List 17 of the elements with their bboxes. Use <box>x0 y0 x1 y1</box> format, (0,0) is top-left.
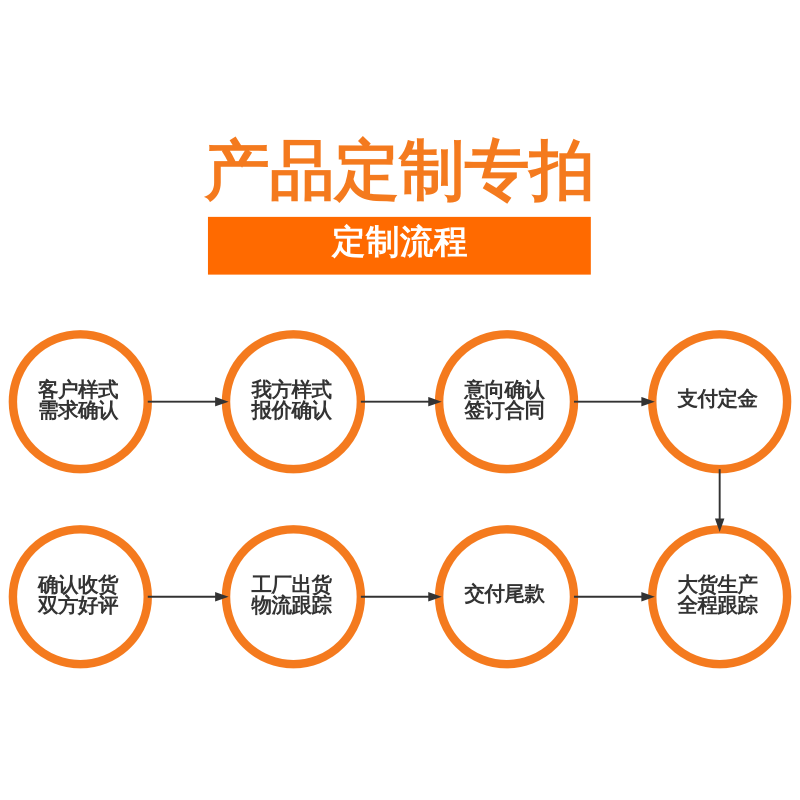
node-circle: 工厂出货物流跟踪 <box>222 524 366 668</box>
node-circle: 我方样式报价确认 <box>222 330 366 473</box>
node-circle: 客户样式需求确认 <box>8 330 152 473</box>
arrow <box>148 592 229 601</box>
arrow <box>574 592 655 601</box>
arrow <box>574 396 655 406</box>
node-circle: 确认收货双方好评 <box>8 524 152 668</box>
arrow <box>148 396 229 406</box>
node-circle: 交付尾款 <box>434 524 578 668</box>
arrow <box>360 396 442 406</box>
arrow <box>360 592 442 601</box>
node-circle: 支付定金 <box>648 330 792 473</box>
node-circle: 大货生产全程跟踪 <box>648 524 792 668</box>
node-circle: 意向确认签订合同 <box>434 330 578 473</box>
arrow <box>714 468 724 532</box>
node-box: 定制流程 <box>208 216 591 274</box>
diagram-title: 产品定制专拍 <box>204 132 594 208</box>
